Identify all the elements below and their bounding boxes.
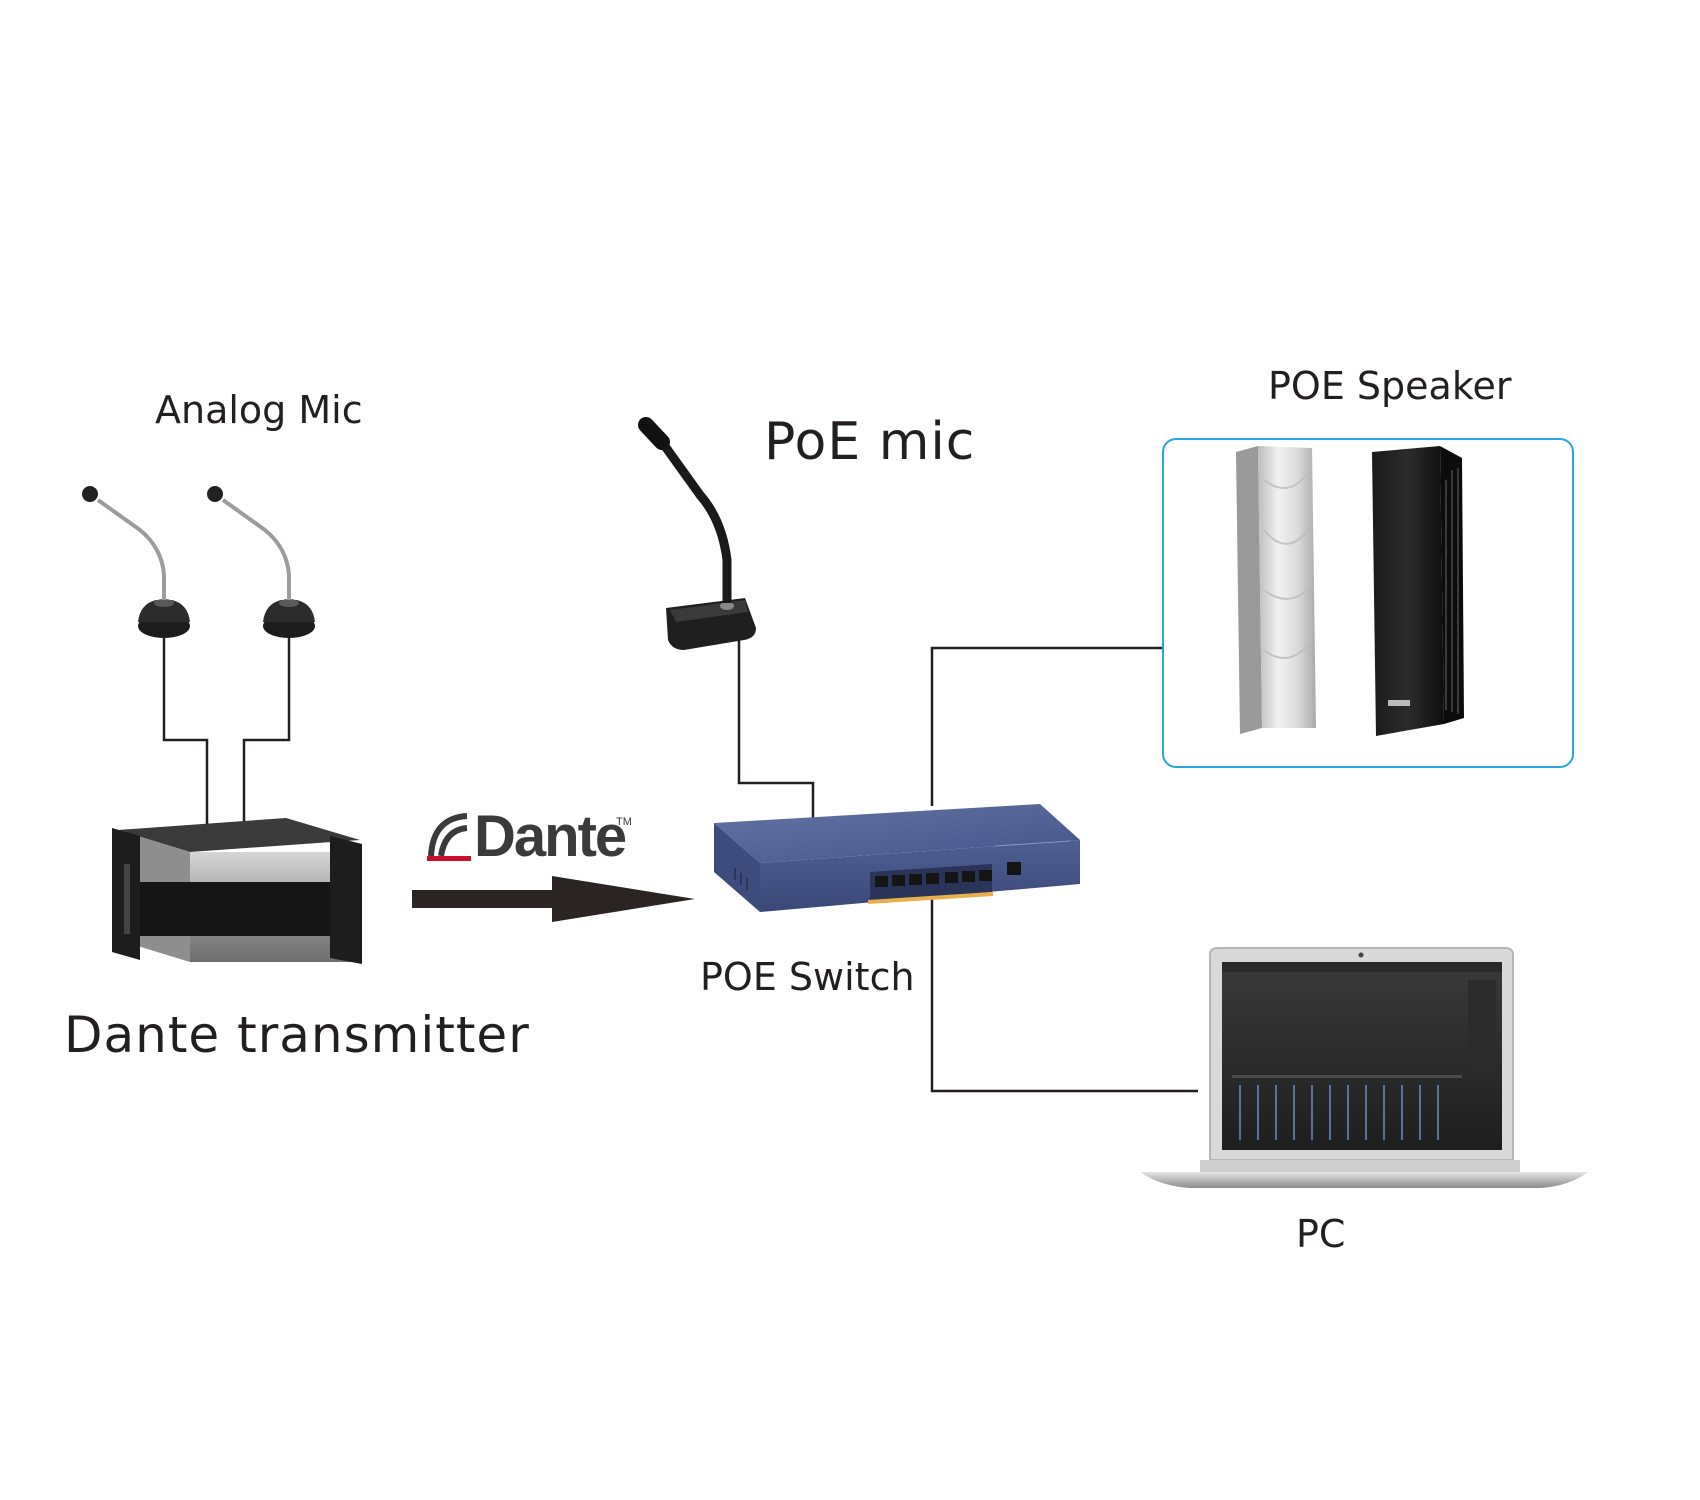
analog-mic-label: Analog Mic	[155, 388, 363, 432]
connection-wires	[162, 637, 1198, 1093]
dante-transmitter-device	[112, 818, 362, 964]
laptop-pc	[1140, 947, 1588, 1188]
analog-mic-1	[82, 486, 190, 638]
wire-analog-mic-2	[242, 637, 291, 828]
dante-logo-mark	[427, 813, 471, 861]
signal-arrow	[412, 876, 695, 922]
dante-logo-word: Dante	[474, 804, 627, 869]
white-column-speaker	[1236, 446, 1316, 734]
black-column-speaker	[1372, 446, 1464, 736]
dante-transmitter-label: Dante transmitter	[64, 1006, 530, 1064]
speaker-group-frame	[1162, 438, 1574, 768]
wire-switch-to-pc	[930, 890, 1198, 1093]
pc-label: PC	[1296, 1212, 1346, 1256]
analog-mic-2	[207, 486, 315, 638]
wire-analog-mic-1	[162, 637, 209, 828]
poe-mic-label: PoE mic	[764, 412, 976, 472]
dante-logo-trademark: TM	[616, 816, 632, 828]
wire-poe-mic	[737, 638, 815, 818]
poe-switch-device	[714, 804, 1080, 912]
poe-mic	[638, 417, 756, 650]
wire-switch-to-speaker	[930, 646, 1162, 806]
poe-switch-label: POE Switch	[700, 955, 915, 999]
poe-speaker-label: POE Speaker	[1268, 364, 1512, 408]
